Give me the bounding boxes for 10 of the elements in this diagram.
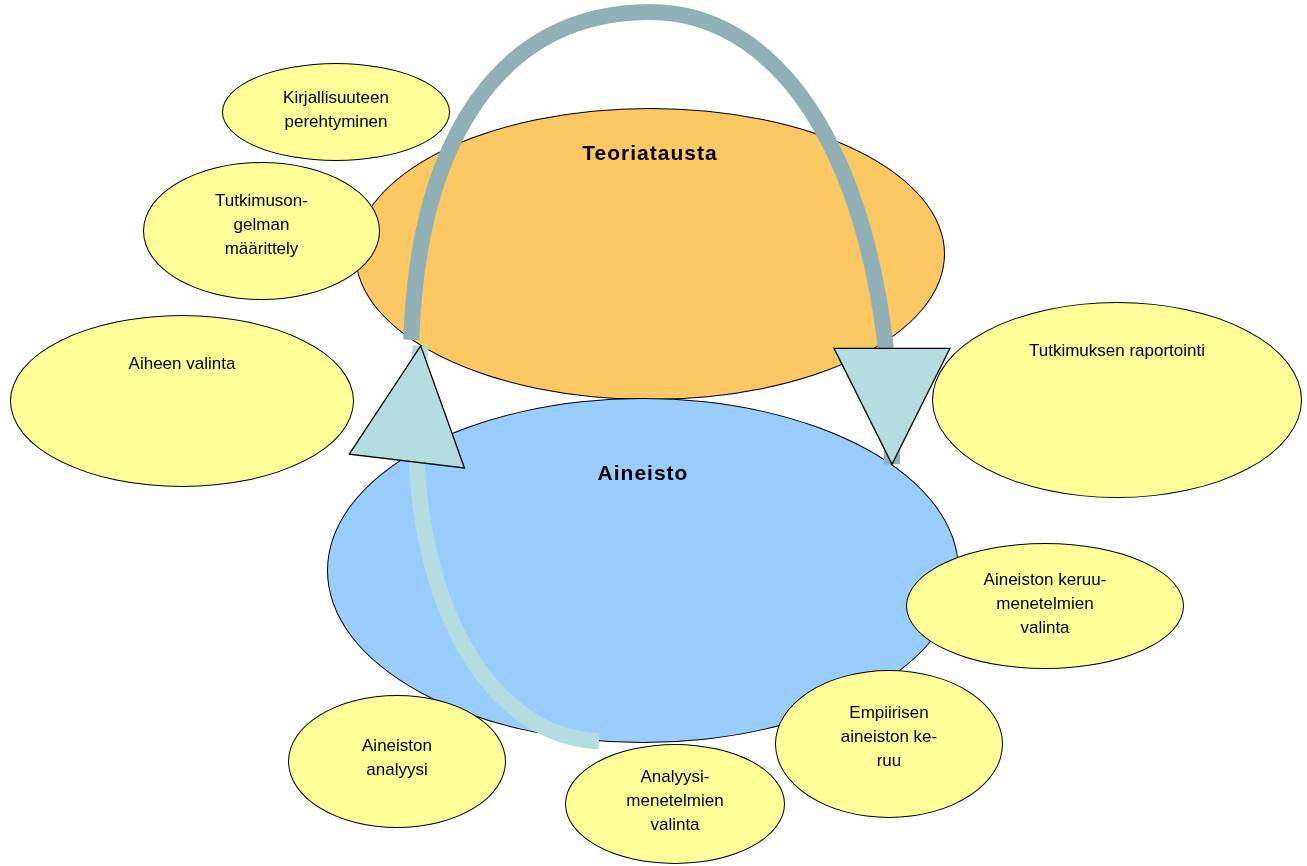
topic-label: Empiirisen aineiston ke- ruu bbox=[839, 702, 939, 772]
topic-label: Aineisto bbox=[596, 461, 690, 485]
topic-label: Analyysi- menetelmien valinta bbox=[625, 766, 725, 836]
topic-label: Tutkimuksen raportointi bbox=[1027, 340, 1207, 362]
topic-label: Kirjallisuuteen perehtyminen bbox=[282, 87, 390, 133]
cycle-arrow bbox=[403, 4, 948, 465]
topic-label: Aineiston keruu- menetelmien valinta bbox=[982, 569, 1108, 639]
topic-label: Tutkimuson- gelman määrittely bbox=[214, 190, 309, 260]
topic-label: Aiheen valinta bbox=[127, 353, 237, 375]
topic-label: Teoriatausta bbox=[581, 141, 719, 165]
